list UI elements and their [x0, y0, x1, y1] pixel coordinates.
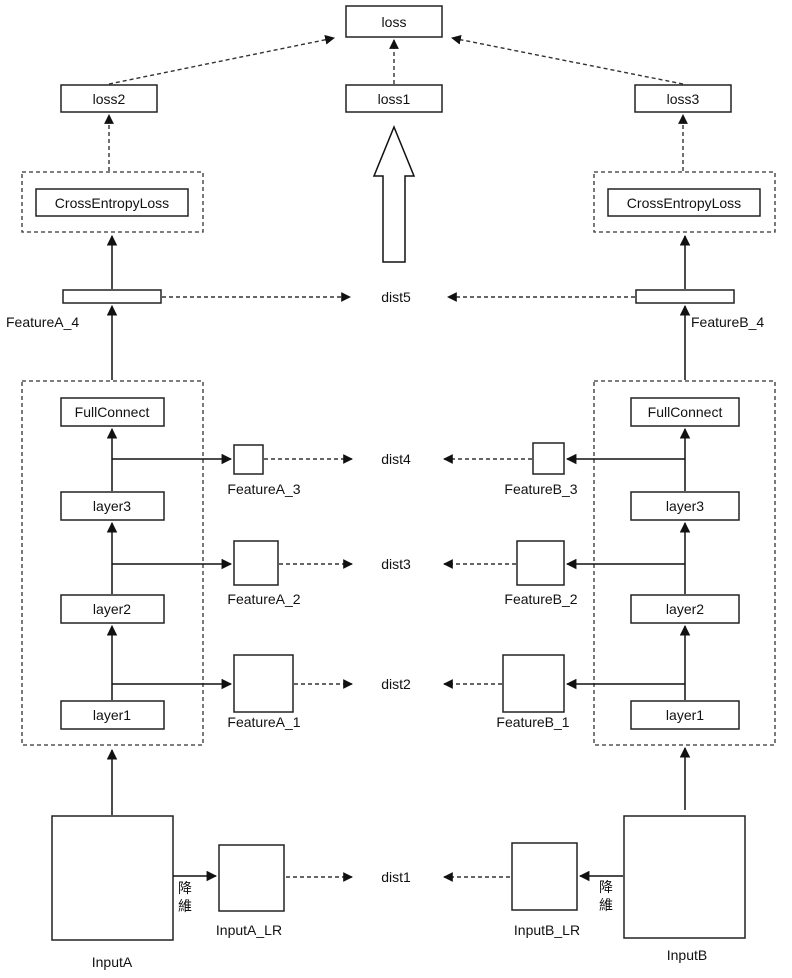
cross-entropy-a: CrossEntropyLoss	[22, 172, 203, 232]
layer3-a: layer3	[61, 492, 164, 520]
dist2-label: dist2	[381, 676, 411, 692]
feature-a3-box	[234, 445, 263, 474]
feature-a1-box	[234, 655, 293, 712]
loss2-label: loss2	[93, 91, 126, 107]
loss3-to-loss-arrow	[452, 38, 683, 84]
feature-a1-label: FeatureA_1	[227, 714, 300, 730]
layer3-a-label: layer3	[93, 498, 131, 514]
layer3-b-label: layer3	[666, 498, 704, 514]
downsample-a-char2: 維	[178, 898, 192, 914]
dist4-label: dist4	[381, 451, 411, 467]
feature-b3-box	[533, 443, 564, 474]
feature-b3-label: FeatureB_3	[504, 481, 577, 497]
loss2-to-loss-arrow	[109, 38, 334, 84]
full-connect-a-label: FullConnect	[75, 404, 150, 420]
downsample-b-char2: 維	[599, 897, 613, 913]
loss-label: loss	[382, 14, 407, 30]
full-connect-a: FullConnect	[61, 398, 164, 426]
cross-entropy-b: CrossEntropyLoss	[594, 172, 775, 232]
cross-entropy-a-label: CrossEntropyLoss	[55, 195, 169, 211]
input-a: InputA	[52, 816, 173, 970]
input-b-lr: InputB_LR	[512, 843, 580, 938]
input-b-lr-label: InputB_LR	[514, 922, 580, 938]
loss3-label: loss3	[667, 91, 700, 107]
layer2-a: layer2	[61, 595, 164, 623]
input-a-lr: InputA_LR	[216, 845, 284, 938]
feature-a2-label: FeatureA_2	[227, 591, 300, 607]
layer1-a-label: layer1	[93, 707, 131, 723]
dist3-label: dist3	[381, 556, 411, 572]
input-a-label: InputA	[92, 954, 133, 970]
dist5-label: dist5	[381, 289, 411, 305]
feature-b2-label: FeatureB_2	[504, 591, 577, 607]
full-connect-b: FullConnect	[631, 398, 739, 426]
feature-b2-box	[517, 541, 564, 585]
feature-b1-box	[503, 655, 564, 712]
layer2-b: layer2	[631, 595, 739, 623]
feature-a4-label: FeatureA_4	[6, 314, 79, 330]
loss-node: loss	[346, 6, 442, 37]
input-b-label: InputB	[667, 947, 707, 963]
layer1-a: layer1	[61, 701, 164, 729]
loss1-label: loss1	[378, 91, 411, 107]
loss1-node: loss1	[346, 85, 442, 112]
layer3-b: layer3	[631, 492, 739, 520]
full-connect-b-label: FullConnect	[648, 404, 723, 420]
input-a-lr-label: InputA_LR	[216, 922, 282, 938]
big-up-arrow-icon	[374, 127, 414, 262]
loss3-node: loss3	[635, 85, 731, 112]
layer2-a-label: layer2	[93, 601, 131, 617]
downsample-a-char1: 降	[178, 880, 192, 896]
layer1-b: layer1	[631, 701, 739, 729]
downsample-b-char1: 降	[599, 879, 613, 895]
loss2-node: loss2	[61, 85, 157, 112]
dist1-label: dist1	[381, 869, 411, 885]
cross-entropy-b-label: CrossEntropyLoss	[627, 195, 741, 211]
feature-b4-bar	[636, 290, 734, 303]
layer2-b-label: layer2	[666, 601, 704, 617]
feature-b4-label: FeatureB_4	[691, 314, 764, 330]
layer1-b-label: layer1	[666, 707, 704, 723]
input-b: InputB	[624, 816, 745, 963]
feature-a2-box	[234, 541, 278, 585]
feature-a4-bar	[63, 290, 161, 303]
feature-b1-label: FeatureB_1	[496, 714, 569, 730]
feature-a3-label: FeatureA_3	[227, 481, 300, 497]
